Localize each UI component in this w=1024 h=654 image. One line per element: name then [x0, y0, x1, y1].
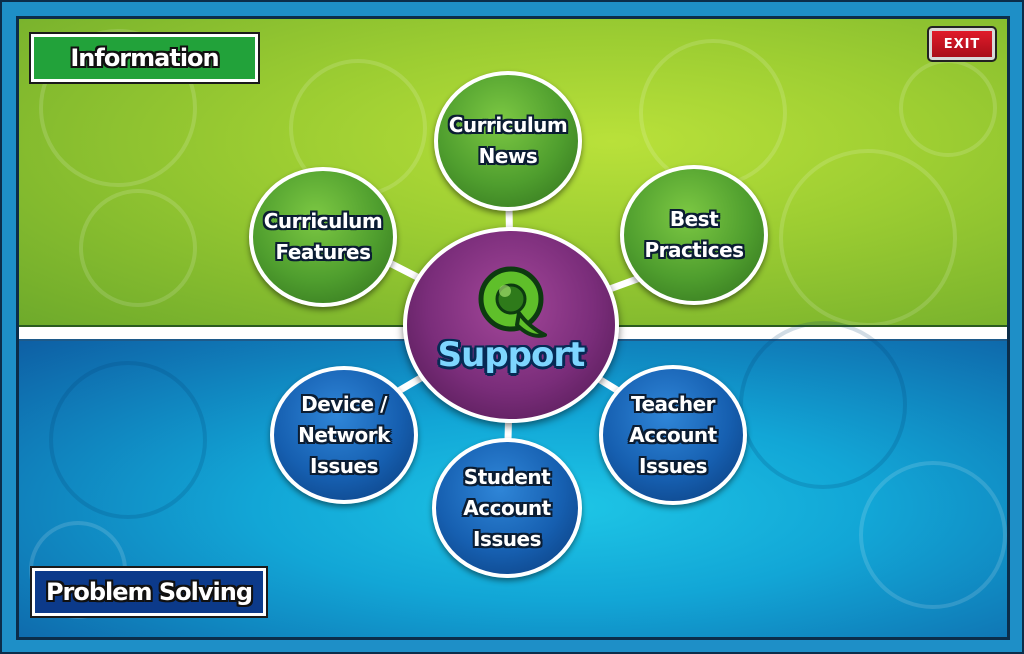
student-account-issues-label: Student Account Issues — [463, 464, 551, 551]
best-practices-button[interactable]: Best Practices — [620, 165, 768, 305]
decorative-ring — [899, 59, 997, 157]
teacher-account-issues-button[interactable]: Teacher Account Issues — [599, 365, 747, 505]
student-account-issues-button[interactable]: Student Account Issues — [432, 438, 582, 578]
decorative-ring — [39, 29, 197, 187]
curriculum-news-button[interactable]: Curriculum News — [434, 71, 582, 211]
exit-button-label: EXIT — [943, 36, 981, 52]
decorative-ring — [79, 189, 197, 307]
decorative-ring — [739, 321, 907, 489]
device-network-issues-label: Device / Network Issues — [298, 391, 390, 478]
decorative-ring — [859, 461, 1007, 609]
curriculum-features-label: Curriculum Features — [263, 209, 383, 264]
problem-solving-section-label: Problem Solving — [30, 566, 268, 618]
q-support-hub: Support — [403, 227, 619, 423]
curriculum-news-label: Curriculum News — [448, 113, 568, 168]
support-label: Support — [437, 335, 586, 375]
device-network-issues-button[interactable]: Device / Network Issues — [270, 366, 418, 504]
curriculum-features-button[interactable]: Curriculum Features — [249, 167, 397, 307]
teacher-account-issues-label: Teacher Account Issues — [629, 391, 717, 478]
decorative-ring — [639, 39, 787, 187]
exit-button[interactable]: EXIT — [927, 26, 997, 62]
decorative-ring — [49, 361, 207, 519]
decorative-ring — [779, 149, 957, 327]
information-label-text: Information — [70, 44, 219, 72]
information-section-label: Information — [29, 32, 260, 84]
q-logo-icon — [478, 266, 547, 338]
problem-solving-label-text: Problem Solving — [45, 578, 253, 606]
best-practices-label: Best Practices — [644, 207, 744, 262]
